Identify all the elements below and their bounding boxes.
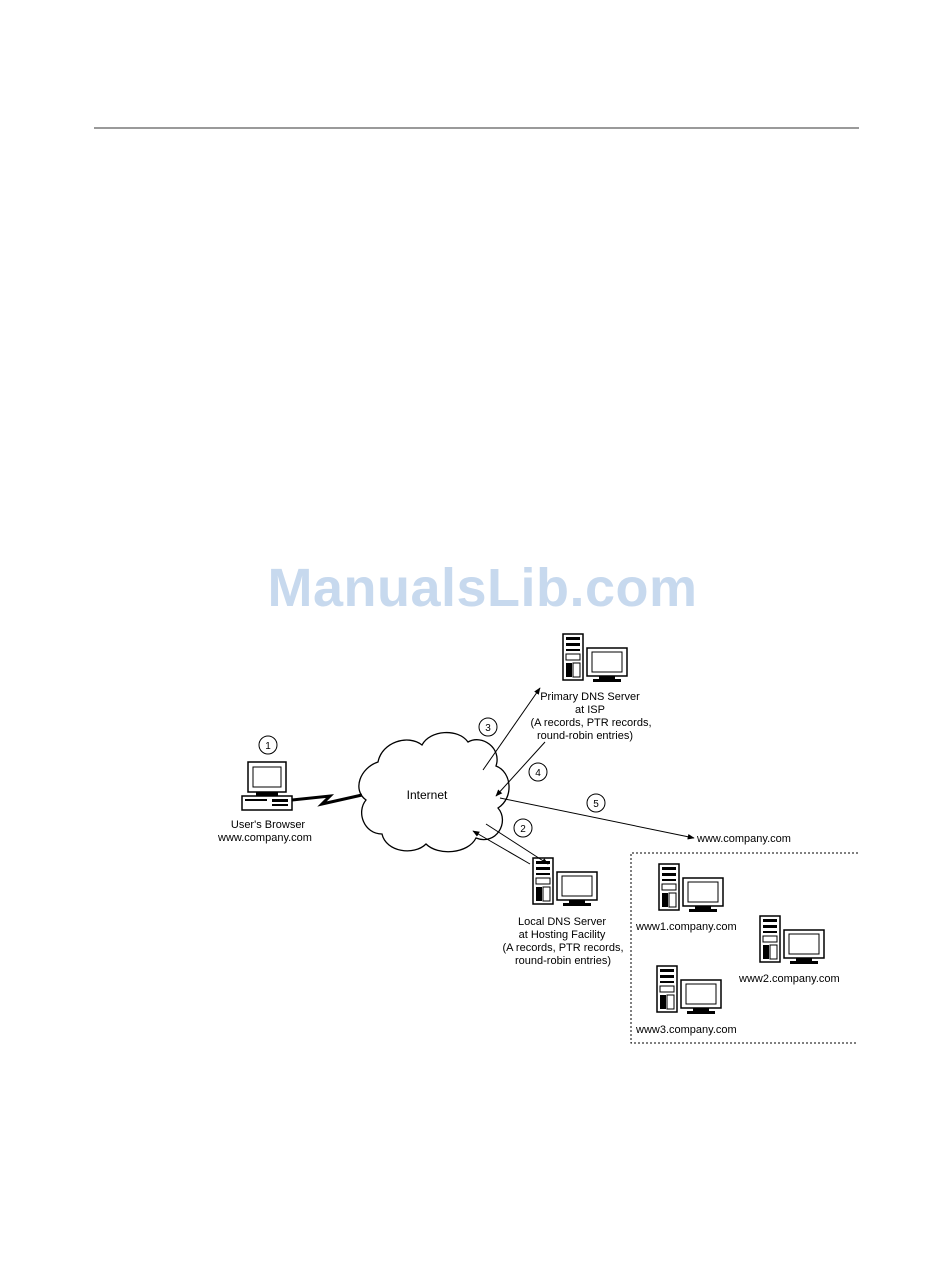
local-dns-line-3: (A records, PTR records,	[502, 942, 623, 954]
local-dns-label: Local DNS Server at Hosting Facility (A …	[502, 916, 623, 967]
web-server-3-icon	[657, 966, 721, 1014]
step-number-5: 5	[593, 799, 599, 810]
primary-dns-line-1: Primary DNS Server	[540, 691, 640, 703]
user-label-line-1: User's Browser	[231, 819, 306, 831]
step-number-1: 1	[265, 741, 271, 752]
local-dns-server-icon	[533, 858, 597, 906]
web-server-2-label: www2.company.com	[738, 973, 840, 985]
lightning-link	[292, 795, 362, 804]
step-marker-3: 3	[479, 718, 497, 736]
local-dns-line-4: round-robin entries)	[515, 955, 611, 967]
user-label: User's Browser www.company.com	[217, 819, 312, 844]
local-dns-line-1: Local DNS Server	[518, 916, 606, 928]
primary-dns-label: Primary DNS Server at ISP (A records, PT…	[530, 691, 651, 742]
user-label-line-2: www.company.com	[217, 832, 312, 844]
step-marker-5: 5	[587, 794, 605, 812]
step-number-2: 2	[520, 824, 526, 835]
step-marker-1: 1	[259, 736, 277, 754]
step-number-4: 4	[535, 768, 541, 779]
web-server-1-label: www1.company.com	[635, 921, 737, 933]
internet-cloud: Internet	[359, 733, 509, 852]
primary-dns-server-icon	[563, 634, 627, 682]
primary-dns-line-4: round-robin entries)	[537, 730, 633, 742]
destination-label: www.company.com	[696, 833, 791, 845]
primary-dns-line-2: at ISP	[575, 704, 605, 716]
web-server-3-label: www3.company.com	[635, 1024, 737, 1036]
step-number-3: 3	[485, 723, 491, 734]
step-marker-4: 4	[529, 763, 547, 781]
local-dns-line-2: at Hosting Facility	[519, 929, 606, 941]
step-marker-2: 2	[514, 819, 532, 837]
web-server-2-icon	[760, 916, 824, 964]
web-server-1-icon	[659, 864, 723, 912]
user-workstation-icon	[242, 762, 292, 810]
cloud-label: Internet	[407, 788, 448, 802]
primary-dns-line-3: (A records, PTR records,	[530, 717, 651, 729]
